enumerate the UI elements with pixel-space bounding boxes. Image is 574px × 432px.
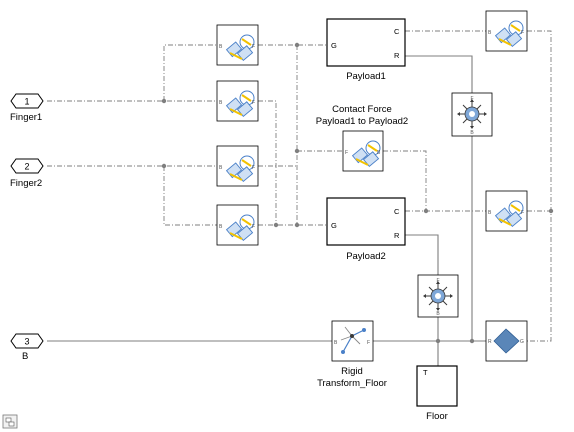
port-r: R: [394, 51, 400, 60]
port-c: C: [394, 207, 400, 216]
connection-lines: [47, 30, 554, 366]
svg-text:B: B: [377, 150, 381, 156]
contact-force-block-1[interactable]: B F: [216, 24, 259, 66]
svg-text:F: F: [521, 210, 524, 216]
inport-finger2[interactable]: 2: [10, 158, 44, 174]
inport-number: 2: [24, 162, 29, 172]
payload1-block[interactable]: G C R: [326, 18, 406, 67]
svg-text:G: G: [520, 339, 524, 345]
rigid-transform-icon: [340, 326, 366, 354]
inport-label-finger1: Finger1: [10, 112, 42, 123]
weld-joint-block[interactable]: R G: [485, 320, 528, 362]
inport-label-finger2: Finger2: [10, 178, 42, 189]
svg-text:B: B: [488, 30, 492, 36]
contact-force-block-right-2[interactable]: B F: [485, 190, 528, 232]
port-g: G: [331, 41, 337, 50]
inport-number: 3: [24, 337, 29, 347]
svg-text:F: F: [252, 44, 255, 50]
svg-text:F: F: [345, 150, 348, 156]
payload2-label: Payload2: [346, 251, 386, 262]
svg-text:B: B: [470, 130, 474, 136]
payload1-label: Payload1: [346, 71, 386, 82]
contact-force-block-2[interactable]: B F: [216, 80, 259, 122]
port-r: R: [394, 231, 400, 240]
svg-text:R: R: [488, 339, 492, 345]
port-t: T: [423, 368, 428, 377]
port-c: C: [394, 27, 400, 36]
inport-label-b: B: [22, 351, 28, 362]
floor-block[interactable]: T: [416, 365, 458, 407]
transform-sensor-1[interactable]: F B: [451, 92, 493, 137]
svg-text:F: F: [521, 30, 524, 36]
svg-text:F: F: [252, 100, 255, 106]
contact-force-block-4[interactable]: B F: [216, 204, 259, 246]
inport-b[interactable]: 3: [10, 333, 44, 349]
inport-finger1[interactable]: 1: [10, 93, 44, 109]
svg-text:F: F: [252, 165, 255, 171]
floor-label: Floor: [426, 411, 448, 422]
svg-text:B: B: [334, 340, 338, 346]
transform-sensor-2[interactable]: F B: [417, 274, 459, 318]
contact-force-block-right-1[interactable]: B F: [485, 10, 528, 52]
payload2-block[interactable]: G C R: [326, 197, 406, 246]
contact-force-payload1-to-payload2[interactable]: F B: [342, 130, 384, 172]
svg-text:F: F: [367, 340, 370, 346]
svg-text:B: B: [219, 224, 223, 230]
contact-force-label-line2: Payload1 to Payload2: [316, 116, 408, 127]
model-browser-icon[interactable]: [2, 414, 18, 429]
contact-force-label-line1: Contact Force: [332, 104, 392, 115]
svg-text:B: B: [219, 44, 223, 50]
rigid-transform-label-line1: Rigid: [341, 366, 363, 377]
svg-text:F: F: [252, 224, 255, 230]
svg-text:B: B: [488, 210, 492, 216]
weld-joint-icon: [493, 328, 520, 354]
svg-text:F: F: [470, 96, 473, 102]
svg-text:F: F: [436, 278, 439, 284]
rigid-transform-floor-block[interactable]: B F: [331, 320, 374, 362]
svg-text:B: B: [219, 165, 223, 171]
port-g: G: [331, 221, 337, 230]
svg-text:B: B: [436, 311, 440, 317]
contact-force-block-3[interactable]: B F: [216, 145, 259, 187]
svg-text:B: B: [219, 100, 223, 106]
rigid-transform-label-line2: Transform_Floor: [317, 378, 387, 389]
inport-number: 1: [24, 97, 29, 107]
